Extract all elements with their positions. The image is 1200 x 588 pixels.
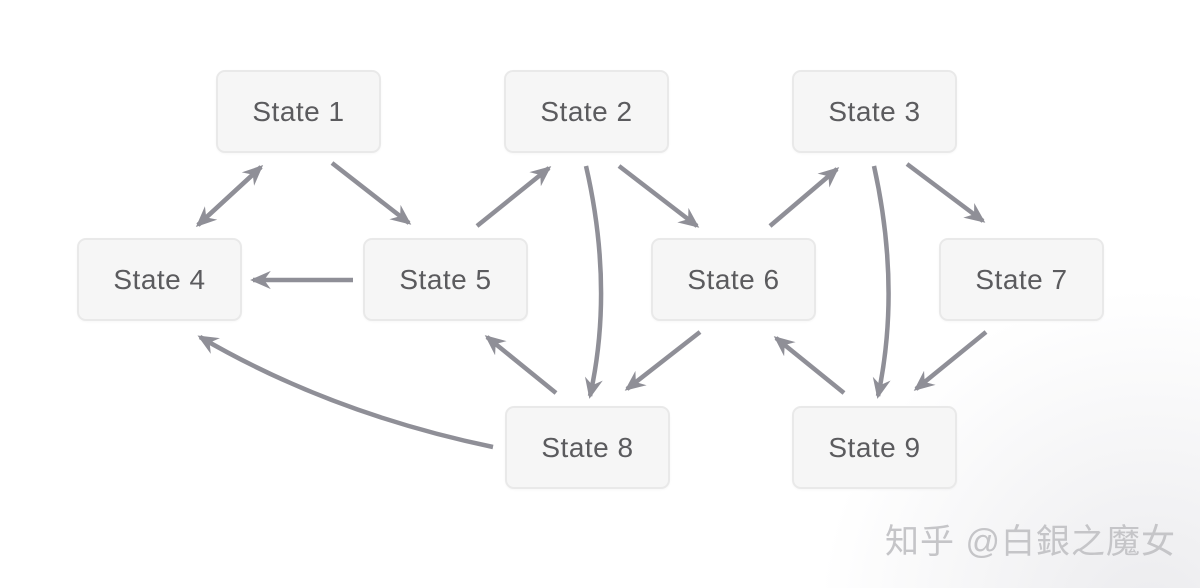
edge-state1-to-state4 (195, 165, 263, 227)
edge-state3-to-state7 (905, 162, 986, 223)
node-state-4: State 4 (77, 238, 242, 321)
node-label: State 7 (975, 263, 1068, 295)
node-label: State 3 (828, 95, 921, 127)
node-label: State 4 (113, 263, 206, 295)
node-label: State 2 (540, 95, 633, 127)
edge-state8-to-state5 (484, 335, 558, 395)
node-label: State 9 (828, 431, 921, 463)
edge-state6-to-state8 (624, 330, 702, 391)
node-label: State 6 (687, 263, 780, 295)
node-state-7: State 7 (939, 238, 1104, 321)
edge-state5-to-state2 (475, 166, 552, 228)
edge-state7-to-state9 (913, 330, 988, 391)
edge-state8-to-state4 (197, 335, 494, 450)
edge-state2-to-state6 (617, 164, 700, 228)
zhihu-watermark: 知乎 @白銀之魔女 (885, 523, 1176, 561)
node-state-3: State 3 (792, 70, 957, 153)
node-state-8: State 8 (505, 406, 670, 489)
node-state-1: State 1 (216, 70, 381, 153)
node-state-2: State 2 (504, 70, 669, 153)
edge-state6-to-state3 (768, 167, 840, 228)
node-state-6: State 6 (651, 238, 816, 321)
edge-state3-to-state9 (871, 165, 891, 399)
edge-state1-to-state5 (330, 161, 412, 225)
node-label: State 5 (399, 263, 492, 295)
edge-state2-to-state8 (583, 165, 604, 399)
node-state-5: State 5 (363, 238, 528, 321)
node-label: State 8 (541, 431, 634, 463)
node-label: State 1 (252, 95, 345, 127)
node-state-9: State 9 (792, 406, 957, 489)
edge-state9-to-state6 (773, 336, 846, 395)
